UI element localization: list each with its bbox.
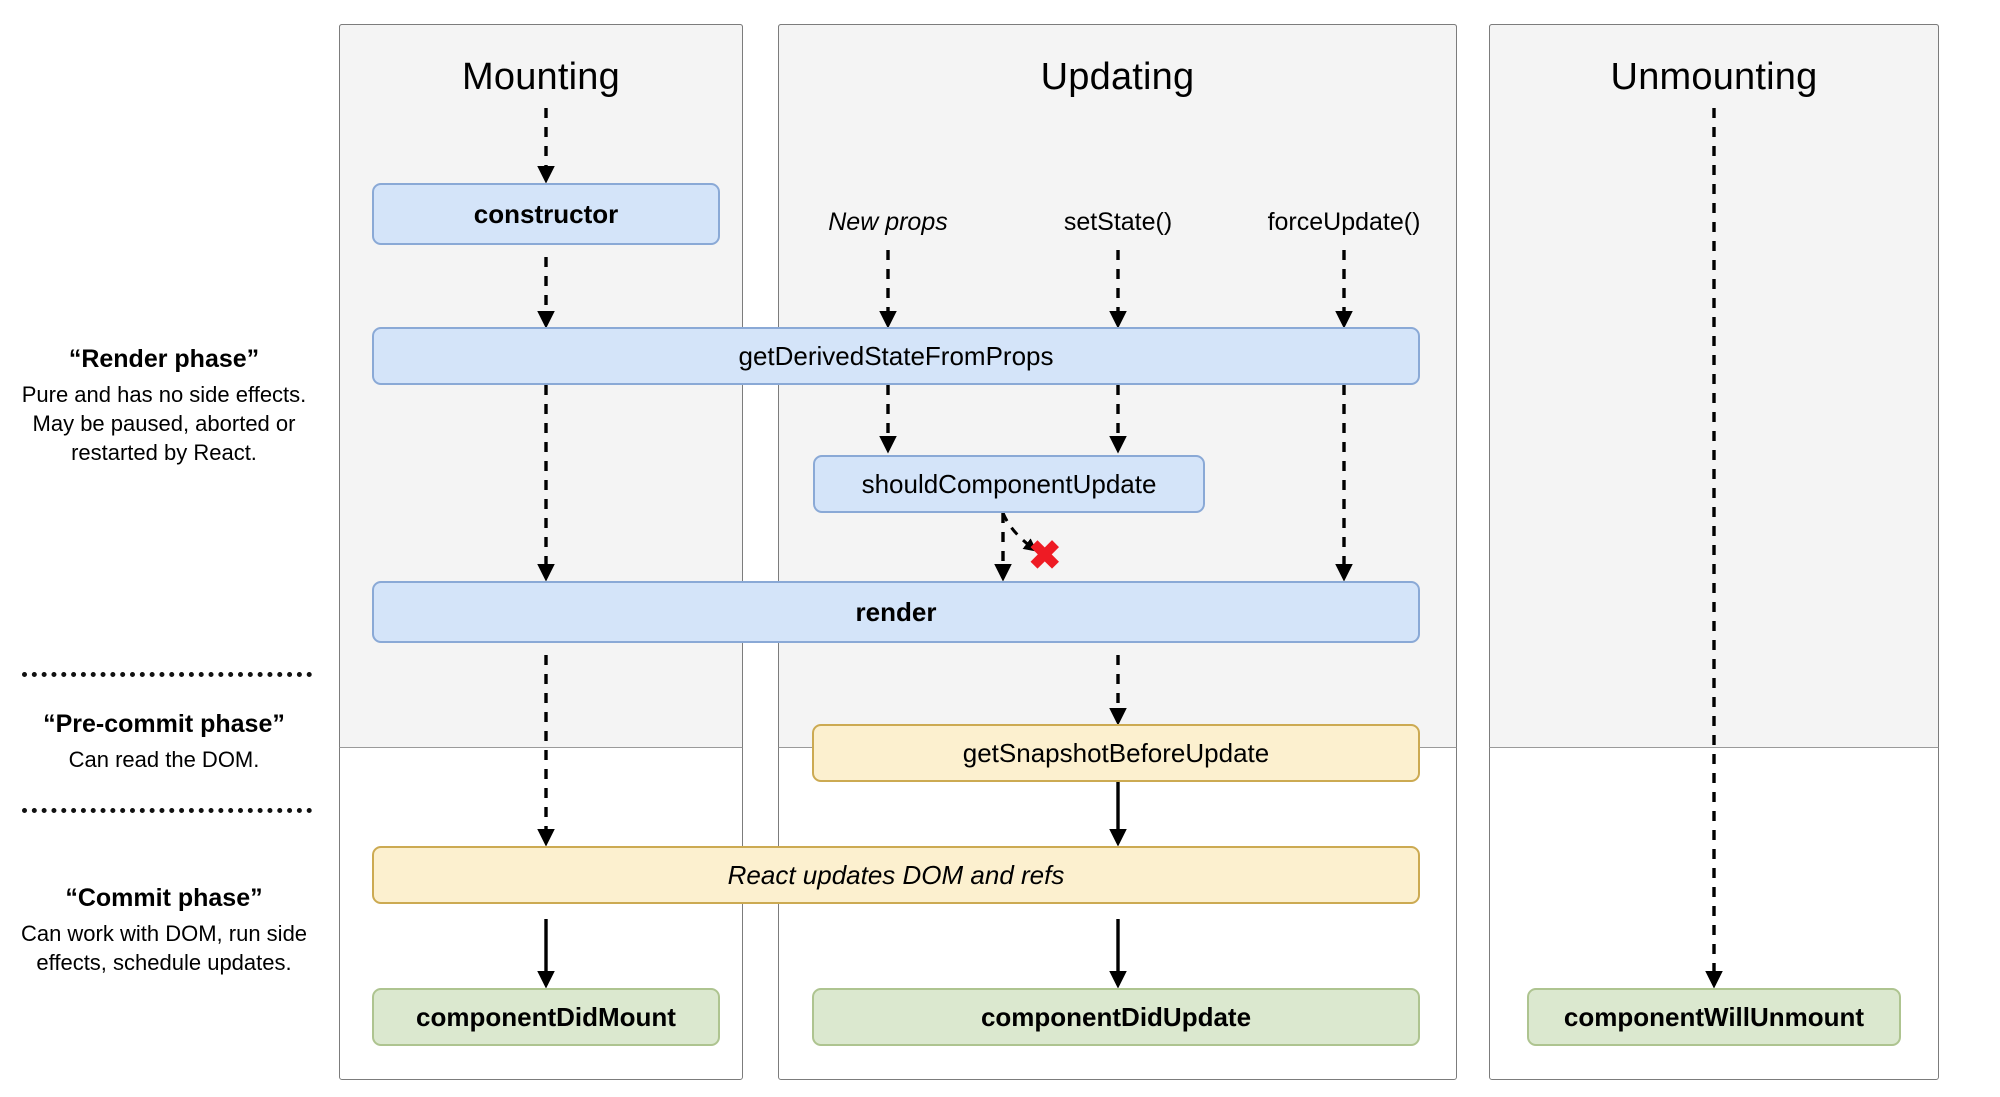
- box-get-snapshot-before-update[interactable]: getSnapshotBeforeUpdate: [812, 724, 1420, 782]
- box-render[interactable]: render: [372, 581, 1420, 643]
- column-title-updating: Updating: [1040, 56, 1195, 98]
- legend-render-phase-title: “Render phase”: [68, 345, 260, 373]
- legend-pre-commit-phase-body: Can read the DOM.: [68, 747, 260, 772]
- trigger-label-force-update: forceUpdate(): [1267, 208, 1421, 236]
- legend-divider-top: [22, 672, 312, 677]
- legend-render-phase-body: Pure and has no side effects. May be pau…: [21, 382, 307, 466]
- box-should-component-update[interactable]: shouldComponentUpdate: [813, 455, 1205, 513]
- panel-unmounting-render-phase: [1489, 24, 1939, 748]
- box-react-updates-dom-and-refs[interactable]: React updates DOM and refs: [372, 846, 1420, 904]
- legend-pre-commit-phase: “Pre-commit phase” Can read the DOM.: [14, 710, 314, 774]
- legend-render-phase: “Render phase” Pure and has no side effe…: [14, 345, 314, 467]
- trigger-label-new-props: New props: [828, 208, 948, 236]
- box-component-will-unmount[interactable]: componentWillUnmount: [1527, 988, 1901, 1046]
- legend-divider-bottom: [22, 808, 312, 813]
- column-title-mounting: Mounting: [462, 56, 620, 98]
- box-constructor[interactable]: constructor: [372, 183, 720, 245]
- box-component-did-mount[interactable]: componentDidMount: [372, 988, 720, 1046]
- box-get-derived-state-from-props[interactable]: getDerivedStateFromProps: [372, 327, 1420, 385]
- column-title-unmounting: Unmounting: [1610, 56, 1818, 98]
- skip-render-x-icon: ✖: [1028, 534, 1062, 578]
- legend-commit-phase-title: “Commit phase”: [65, 884, 263, 912]
- legend-pre-commit-phase-title: “Pre-commit phase”: [43, 710, 285, 738]
- trigger-label-set-state: setState(): [1063, 208, 1173, 236]
- legend-commit-phase: “Commit phase” Can work with DOM, run si…: [14, 884, 314, 977]
- box-component-did-update[interactable]: componentDidUpdate: [812, 988, 1420, 1046]
- legend-commit-phase-body: Can work with DOM, run side effects, sch…: [20, 921, 308, 976]
